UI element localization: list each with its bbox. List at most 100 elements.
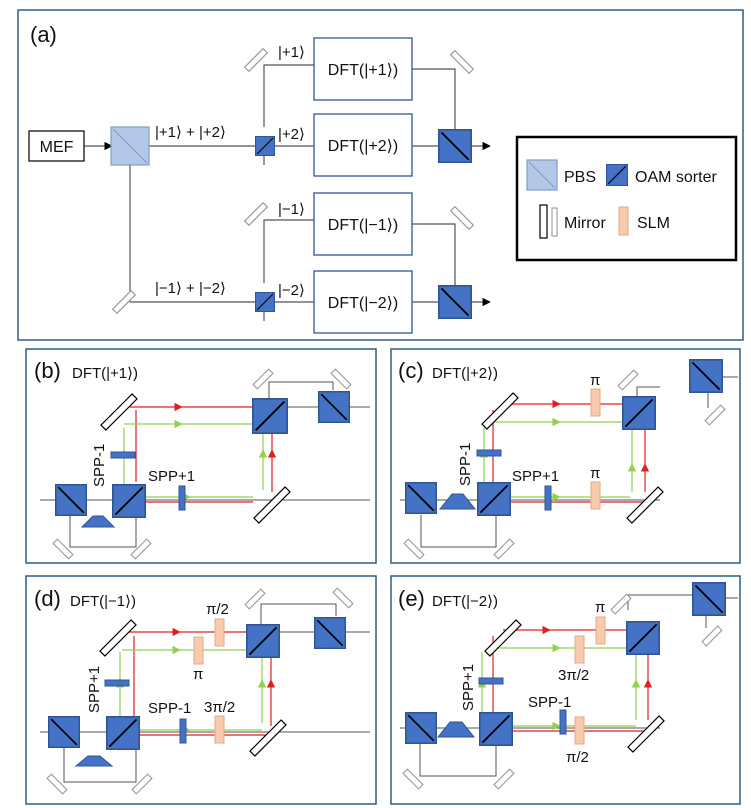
- oam-sorter-pos: [255, 135, 275, 157]
- panel-e-slm-c: [574, 716, 585, 745]
- panel-d-phase-c: 3π/2: [204, 699, 235, 716]
- panel-c-label: (c): [398, 358, 424, 383]
- panel-c-cube-merge: [622, 396, 656, 430]
- panel-c-slm-top: [590, 388, 601, 417]
- dft-plus2-box: [313, 113, 413, 177]
- panel-d-phase-b: π: [193, 666, 203, 683]
- panel-e-cube-output: [692, 582, 726, 616]
- panel-e-cube-input: [405, 712, 437, 744]
- panel-e-spp-vertical-label: SPP+1: [460, 664, 477, 711]
- panel-d-cube-split: [106, 716, 140, 750]
- legend-oam-label: OAM sorter: [635, 169, 717, 186]
- dft-minus2-box: [313, 270, 413, 334]
- mirrors-a: [111, 47, 475, 315]
- panel-d-title: DFT(|−1⟩): [70, 593, 136, 610]
- panel-d-phase-a: π/2: [206, 601, 229, 618]
- legend-frame: [515, 135, 738, 262]
- panel-b: (b) DFT(|+1⟩): [25, 348, 377, 564]
- sum-negative: |−1⟩ + |−2⟩: [155, 280, 226, 297]
- panel-b-cube-merge: [252, 398, 288, 434]
- panel-c-slm-bottom: [590, 481, 601, 510]
- panel-c-phase-bottom: π: [590, 465, 600, 482]
- legend-slm-icon: [618, 206, 629, 236]
- panel-c-cube-split: [477, 482, 511, 516]
- panel-b-cube-output: [318, 391, 350, 423]
- panel-d-cube-output: [314, 617, 346, 649]
- ket-plus2: |+2⟩: [278, 126, 305, 143]
- panel-c: (c) DFT(|+2⟩): [390, 348, 741, 564]
- panel-e-spp-horizontal: [559, 709, 567, 735]
- panel-d-slm-a: [214, 618, 225, 647]
- panel-e-cube-merge: [626, 621, 660, 655]
- panel-e-phase-c: π/2: [566, 749, 589, 766]
- panel-e-spp-vertical: [478, 677, 504, 685]
- panel-b-spp-vertical: [110, 451, 136, 459]
- panel-e-phase-a: π: [595, 599, 605, 616]
- mef-box: [28, 130, 85, 162]
- panel-a-frame: [17, 9, 744, 341]
- panel-d-spp-horizontal: [179, 718, 187, 744]
- panel-c-spp-horizontal: [544, 485, 552, 511]
- panel-e-spp-horizontal-label: SPP-1: [528, 694, 571, 711]
- panel-d-dove-prism: [74, 755, 114, 767]
- panel-e-label: (e): [398, 586, 425, 611]
- legend-mirror-icon-alt: [551, 207, 558, 237]
- oam-sorter-neg: [255, 291, 275, 313]
- panel-e-frame: [390, 575, 741, 805]
- legend-mirror-icon: [539, 204, 548, 239]
- panel-d-label: (d): [34, 586, 61, 611]
- beam-paths: [84, 64, 491, 321]
- panel-e-slm-b: [574, 635, 585, 664]
- panel-e-cube-split: [479, 712, 513, 746]
- legend-pbs-label: PBS: [564, 169, 596, 186]
- panel-e: (e) DFT(|−2⟩): [390, 575, 741, 805]
- sum-positive: |+1⟩ + |+2⟩: [155, 124, 226, 141]
- oam-combiner-neg: [438, 284, 472, 320]
- panel-d-cube-merge: [246, 624, 280, 658]
- legend-mirror-label: Mirror: [564, 215, 606, 232]
- panel-a: (a) MEF: [17, 9, 744, 341]
- panel-e-title: DFT(|−2⟩): [432, 593, 498, 610]
- panel-b-frame: [25, 348, 377, 564]
- panel-c-dove-prism: [438, 493, 477, 510]
- panel-d-slm-c: [214, 715, 225, 744]
- panel-b-spp-vertical-label: SPP-1: [91, 444, 108, 487]
- ket-plus1: |+1⟩: [278, 44, 305, 61]
- panel-d-spp-horizontal-label: SPP-1: [148, 700, 191, 717]
- dft-minus1-label: DFT(|−1⟩): [328, 217, 398, 234]
- panel-b-cube-input: [55, 484, 87, 516]
- panel-c-cube-input: [405, 482, 437, 514]
- panel-c-cube-output: [689, 359, 723, 393]
- panel-e-slm-a: [595, 616, 606, 645]
- panel-e-dove-prism: [436, 721, 476, 738]
- ket-minus2: |−2⟩: [278, 282, 305, 299]
- pbs-cube: [110, 126, 150, 166]
- ket-minus1: |−1⟩: [278, 201, 305, 218]
- panel-b-spp-horizontal-label: SPP+1: [148, 468, 195, 485]
- mef-label: MEF: [40, 139, 74, 156]
- panel-c-phase-top: π: [590, 372, 600, 389]
- legend: PBS OAM sorter Mirror SLM: [515, 135, 738, 262]
- panel-c-title: DFT(|+2⟩): [432, 365, 498, 382]
- panel-d-spp-vertical: [104, 679, 130, 687]
- panel-d-frame: [25, 575, 377, 805]
- panel-d: (d) DFT(|−1⟩): [25, 575, 377, 805]
- dft-plus1-box: [313, 37, 413, 101]
- panel-d-spp-vertical-label: SPP+1: [86, 666, 103, 713]
- legend-slm-label: SLM: [637, 215, 670, 232]
- panel-d-cube-input: [48, 716, 80, 748]
- legend-oam-icon: [606, 163, 628, 187]
- panel-b-spp-horizontal: [178, 485, 186, 511]
- panel-c-spp-vertical: [476, 449, 502, 457]
- dft-plus2-label: DFT(|+2⟩): [328, 138, 398, 155]
- panel-b-dove-prism: [80, 515, 116, 528]
- panel-a-label: (a): [30, 22, 57, 47]
- dft-minus2-label: DFT(|−2⟩): [328, 295, 398, 312]
- dft-plus1-label: DFT(|+1⟩): [328, 62, 398, 79]
- oam-combiner-pos: [438, 128, 472, 164]
- legend-pbs-icon: [526, 159, 558, 191]
- panel-c-frame: [390, 348, 741, 564]
- panel-c-spp-horizontal-label: SPP+1: [512, 468, 559, 485]
- panel-d-slm-b: [193, 636, 204, 665]
